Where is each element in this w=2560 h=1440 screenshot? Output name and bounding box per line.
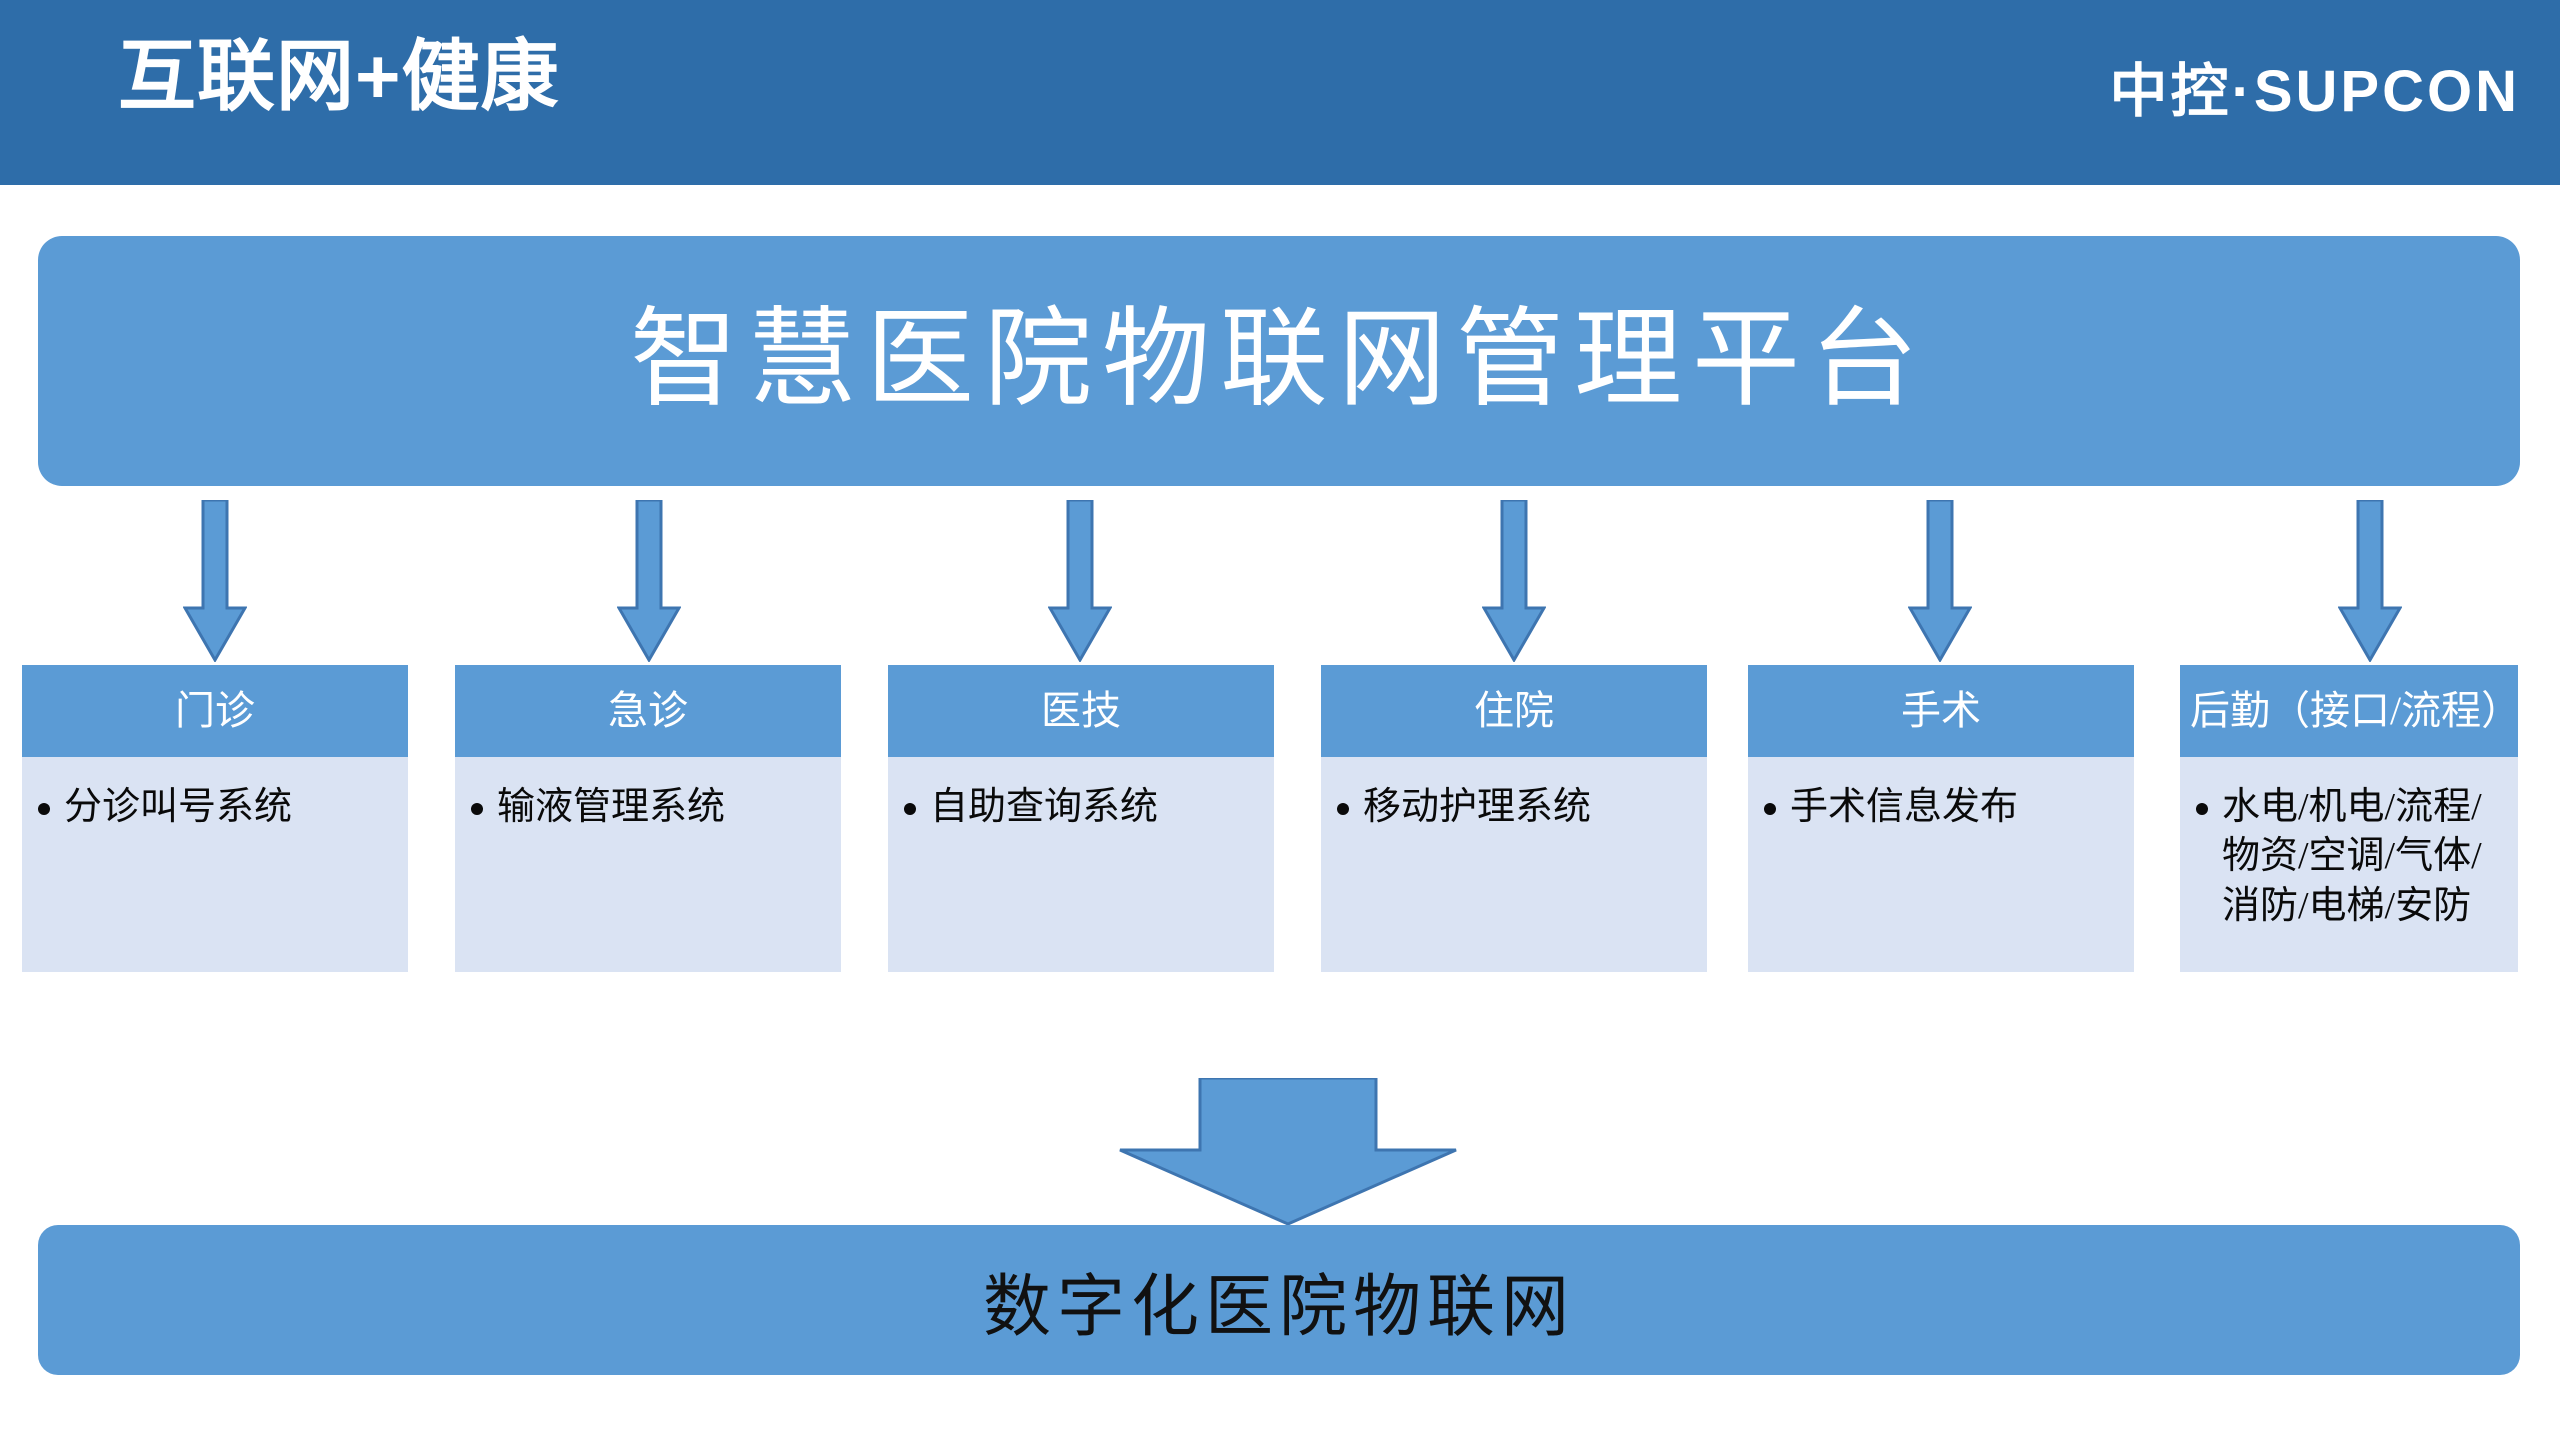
platform-title-text: 智慧医院物联网管理平台 [629, 300, 1928, 420]
platform-title-box: 智慧医院物联网管理平台 [38, 236, 2520, 486]
column-body-logistics: 水电/机电/流程/物资/空调/气体/消防/电梯/安防 [2180, 757, 2518, 972]
list-item: 手术信息发布 [1764, 783, 2118, 832]
list-item-label: 分诊叫号系统 [64, 786, 293, 828]
list-item-label: 自助查询系统 [930, 786, 1159, 828]
column-header-outpatient: 门诊 [22, 665, 408, 757]
list-item: 分诊叫号系统 [38, 783, 392, 832]
column-body-medtech: 自助查询系统 [888, 757, 1274, 972]
bullet-icon [2196, 803, 2208, 815]
column-card-inpatient[interactable]: 住院 移动护理系统 [1321, 665, 1707, 972]
bullet-icon [1337, 803, 1349, 815]
list-item-label: 移动护理系统 [1363, 786, 1592, 828]
page-title: 互联网+健康 [118, 32, 560, 120]
bullet-icon [471, 803, 483, 815]
bullet-icon [1764, 803, 1776, 815]
funnel-down-arrow-icon [1118, 1078, 1458, 1226]
connector-arrow-3 [1048, 500, 1112, 662]
list-item: 移动护理系统 [1337, 783, 1691, 832]
list-item-label: 手术信息发布 [1790, 786, 2019, 828]
bullet-icon [38, 803, 50, 815]
column-card-emergency[interactable]: 急诊 输液管理系统 [455, 665, 841, 972]
column-body-surgery: 手术信息发布 [1748, 757, 2134, 972]
column-card-surgery[interactable]: 手术 手术信息发布 [1748, 665, 2134, 972]
connector-arrow-6 [2338, 500, 2402, 662]
list-item-label: 输液管理系统 [497, 786, 726, 828]
list-item: 水电/机电/流程/物资/空调/气体/消防/电梯/安防 [2196, 783, 2502, 931]
list-item: 输液管理系统 [471, 783, 825, 832]
supcon-logo: 中控·SUPCON [2109, 59, 2520, 124]
column-body-emergency: 输液管理系统 [455, 757, 841, 972]
column-header-emergency: 急诊 [455, 665, 841, 757]
connector-arrow-4 [1482, 500, 1546, 662]
column-body-inpatient: 移动护理系统 [1321, 757, 1707, 972]
header-banner: 互联网+健康 中控·SUPCON [0, 0, 2560, 185]
footer-result-box: 数字化医院物联网 [38, 1225, 2520, 1375]
column-card-medtech[interactable]: 医技 自助查询系统 [888, 665, 1274, 972]
footer-title-text: 数字化医院物联网 [982, 1268, 1575, 1345]
connector-arrow-1 [183, 500, 247, 662]
column-header-medtech: 医技 [888, 665, 1274, 757]
connector-arrow-2 [617, 500, 681, 662]
column-header-inpatient: 住院 [1321, 665, 1707, 757]
list-item-label: 水电/机电/流程/物资/空调/气体/消防/电梯/安防 [2222, 786, 2482, 927]
bullet-icon [904, 803, 916, 815]
column-header-surgery: 手术 [1748, 665, 2134, 757]
column-card-outpatient[interactable]: 门诊 分诊叫号系统 [22, 665, 408, 972]
connector-arrow-5 [1908, 500, 1972, 662]
column-card-logistics[interactable]: 后勤（接口/流程） 水电/机电/流程/物资/空调/气体/消防/电梯/安防 [2180, 665, 2521, 972]
list-item: 自助查询系统 [904, 783, 1258, 832]
column-header-logistics: 后勤（接口/流程） [2180, 665, 2521, 757]
column-body-outpatient: 分诊叫号系统 [22, 757, 408, 972]
